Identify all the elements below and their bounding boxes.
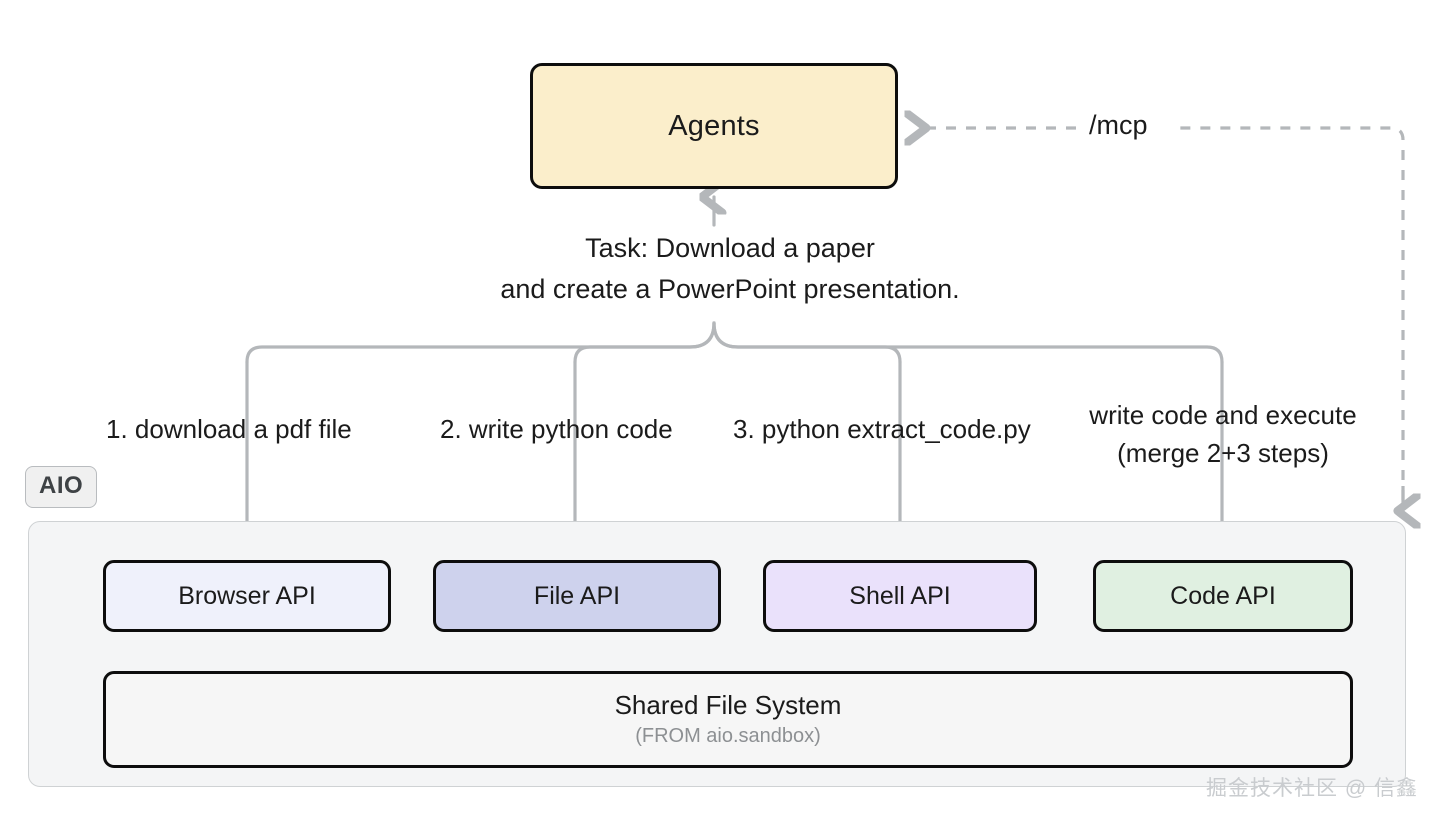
file-api-node[interactable]: File API (433, 560, 721, 632)
watermark: 掘金技术社区 @ 信鑫 (1206, 777, 1418, 800)
code-api-node[interactable]: Code API (1093, 560, 1353, 632)
step-label-3: 3. python extract_code.py (733, 414, 1031, 444)
task-caption: Task: Download a paper and create a Powe… (380, 228, 1080, 310)
code-api-label: Code API (1170, 581, 1276, 610)
shared-file-system-title: Shared File System (614, 689, 842, 720)
shell-api-label: Shell API (849, 581, 951, 610)
step-label-4-line2: (merge 2+3 steps) (1117, 438, 1329, 468)
shared-file-system-node[interactable]: Shared File System (FROM aio.sandbox) (103, 671, 1353, 768)
step-label-4-line1: write code and execute (1089, 400, 1357, 430)
shared-file-system-subtitle: (FROM aio.sandbox) (635, 724, 821, 747)
agents-label: Agents (668, 109, 760, 142)
mcp-edge-label: /mcp (1083, 110, 1154, 141)
aio-group-tag: AIO (25, 466, 98, 508)
file-api-label: File API (533, 581, 621, 610)
browser-api-label: Browser API (178, 581, 316, 610)
step-label-4: write code and execute (merge 2+3 steps) (1073, 396, 1373, 472)
shell-api-node[interactable]: Shell API (763, 560, 1037, 632)
task-caption-line2: and create a PowerPoint presentation. (500, 274, 960, 304)
browser-api-node[interactable]: Browser API (103, 560, 391, 632)
task-caption-line1: Task: Download a paper (585, 233, 875, 263)
step-label-2: 2. write python code (440, 414, 673, 444)
agents-node[interactable]: Agents (530, 63, 898, 189)
step-label-1: 1. download a pdf file (106, 414, 352, 444)
